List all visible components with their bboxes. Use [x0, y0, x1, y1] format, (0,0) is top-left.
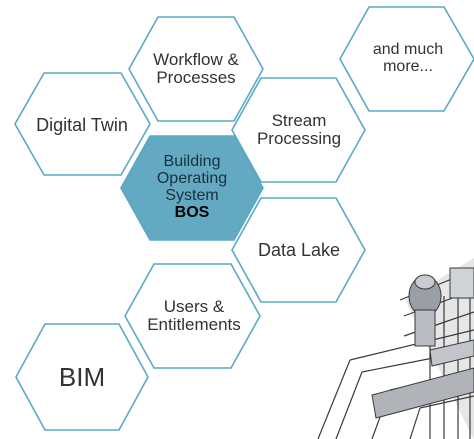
more-line-2: more... — [383, 58, 433, 75]
stream-line-1: Stream — [271, 111, 327, 131]
bos-acronym: BOS — [174, 203, 210, 221]
and-much-more-label: and much more... — [350, 36, 466, 82]
bos-line-3: System — [165, 187, 219, 204]
bos-hexagon — [120, 135, 264, 241]
stream-processing-label: Stream Processing — [240, 106, 358, 154]
more-line-1: and much — [372, 41, 444, 59]
digital-twin-text: Digital Twin — [36, 114, 128, 135]
bos-line-1: Building — [163, 153, 221, 171]
bim-hexagon — [15, 323, 149, 431]
workflow-line-1: Workflow & — [153, 50, 239, 70]
and-much-more-hexagon — [339, 6, 474, 112]
workflow-label: Workflow & Processes — [136, 46, 256, 92]
stream-processing-hexagon — [231, 77, 366, 183]
bos-line-2: Operating — [156, 170, 228, 188]
building-illustration — [317, 258, 474, 439]
users-line-2: Entitlements — [147, 315, 241, 334]
bos-label: Building Operating System BOS — [132, 145, 252, 231]
data-lake-hexagon — [231, 197, 366, 303]
workflow-line-2: Processes — [156, 68, 236, 87]
digital-twin-label: Digital Twin — [26, 108, 138, 142]
stream-line-2: Processing — [256, 129, 342, 148]
users-line-1: Users & — [163, 297, 225, 317]
users-entitlements-hexagon — [124, 263, 261, 369]
workflow-hexagon — [128, 16, 264, 122]
bim-label: BIM — [32, 360, 132, 396]
bim-text: BIM — [58, 362, 106, 393]
data-lake-label: Data Lake — [240, 234, 358, 266]
digital-twin-hexagon — [14, 72, 151, 176]
data-lake-text: Data Lake — [257, 239, 341, 260]
users-entitlements-label: Users & Entitlements — [132, 292, 256, 340]
